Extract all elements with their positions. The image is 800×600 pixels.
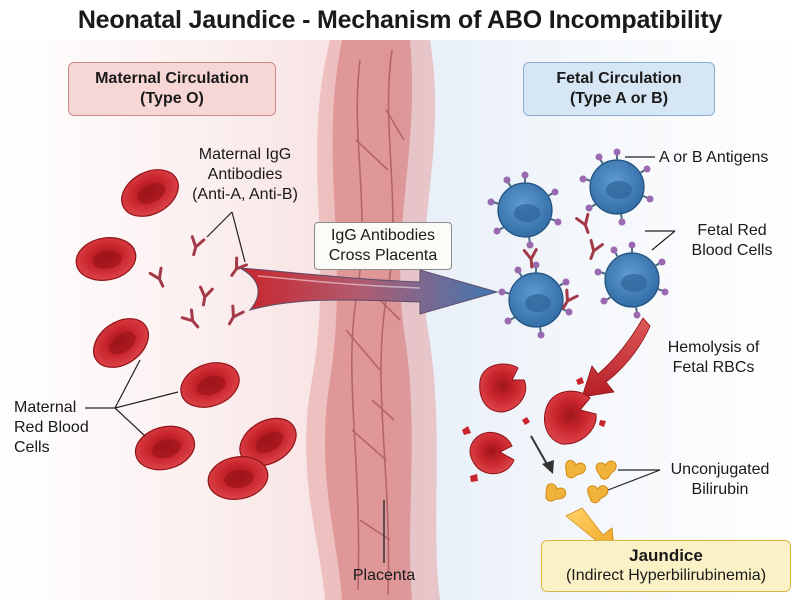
bilirubin-line-2: Bilirubin — [691, 481, 749, 498]
unconjugated-bilirubin — [542, 458, 620, 506]
maternal-igg-antibodies — [148, 235, 249, 333]
fetal-circulation-box: Fetal Circulation (Type A or B) — [523, 62, 715, 116]
placenta-label: Placenta — [352, 567, 416, 584]
bilirubin-line-1: Unconjugated — [670, 461, 770, 478]
cross-placenta-box: IgG Antibodies Cross Placenta — [314, 222, 452, 270]
maternal-circulation-label: Maternal Circulation — [95, 70, 249, 87]
jaundice-title: Jaundice — [629, 546, 703, 565]
hemolysis-label: Hemolysis of Fetal RBCs — [651, 338, 776, 378]
placenta-band — [306, 40, 440, 600]
maternal-circulation-box: Maternal Circulation (Type O) — [68, 62, 276, 116]
fetal-circulation-label: Fetal Circulation — [556, 70, 682, 87]
maternal-rbc-line-1: Maternal — [14, 399, 77, 416]
jaundice-subtitle: (Indirect Hyperbilirubinemia) — [565, 567, 767, 584]
hemolysis-line-1: Hemolysis of — [667, 339, 760, 356]
antibody-leader-lines — [206, 211, 246, 263]
maternal-type-label: (Type O) — [140, 90, 204, 107]
maternal-rbc-line-3: Cells — [14, 439, 50, 456]
fetal-leader-lines — [625, 156, 676, 251]
maternal-rbc-line-2: Red Blood — [14, 419, 89, 436]
antigens-label: A or B Antigens — [659, 149, 769, 166]
fetal-rbc-line-2: Blood Cells — [691, 242, 773, 259]
cross-placenta-line-1: IgG Antibodies — [330, 227, 436, 244]
fetal-type-label: (Type A or B) — [569, 90, 669, 107]
bilirubin-label: Unconjugated Bilirubin — [660, 460, 780, 500]
fetal-side-background — [400, 40, 800, 600]
hemolysis-arrow — [581, 317, 651, 398]
maternal-igg-line-1: Maternal IgG — [198, 146, 292, 163]
bilirubin-leader-lines — [607, 469, 661, 491]
hemolysis-line-2: Fetal RBCs — [672, 359, 755, 376]
hemolysis-down-arrow — [530, 435, 554, 474]
maternal-rbc-label: Maternal Red Blood Cells — [14, 398, 89, 458]
lysed-fetal-cells — [462, 363, 606, 482]
cross-placenta-line-2: Cross Placenta — [328, 247, 438, 264]
fetal-rbc-line-1: Fetal Red — [697, 222, 767, 239]
maternal-igg-line-2: Antibodies — [207, 166, 283, 183]
fetal-red-blood-cells — [486, 147, 670, 340]
maternal-red-blood-cells — [72, 159, 306, 505]
transfer-arrow — [239, 267, 499, 315]
fetal-rbc-label: Fetal Red Blood Cells — [677, 221, 787, 261]
maternal-igg-label: Maternal IgG Antibodies (Anti-A, Anti-B) — [170, 145, 320, 205]
diagram-title: Neonatal Jaundice - Mechanism of ABO Inc… — [77, 6, 723, 34]
jaundice-box: Jaundice (Indirect Hyperbilirubinemia) — [541, 540, 791, 592]
maternal-igg-line-3: (Anti-A, Anti-B) — [192, 186, 298, 203]
maternal-rbc-leader-lines — [85, 359, 179, 437]
